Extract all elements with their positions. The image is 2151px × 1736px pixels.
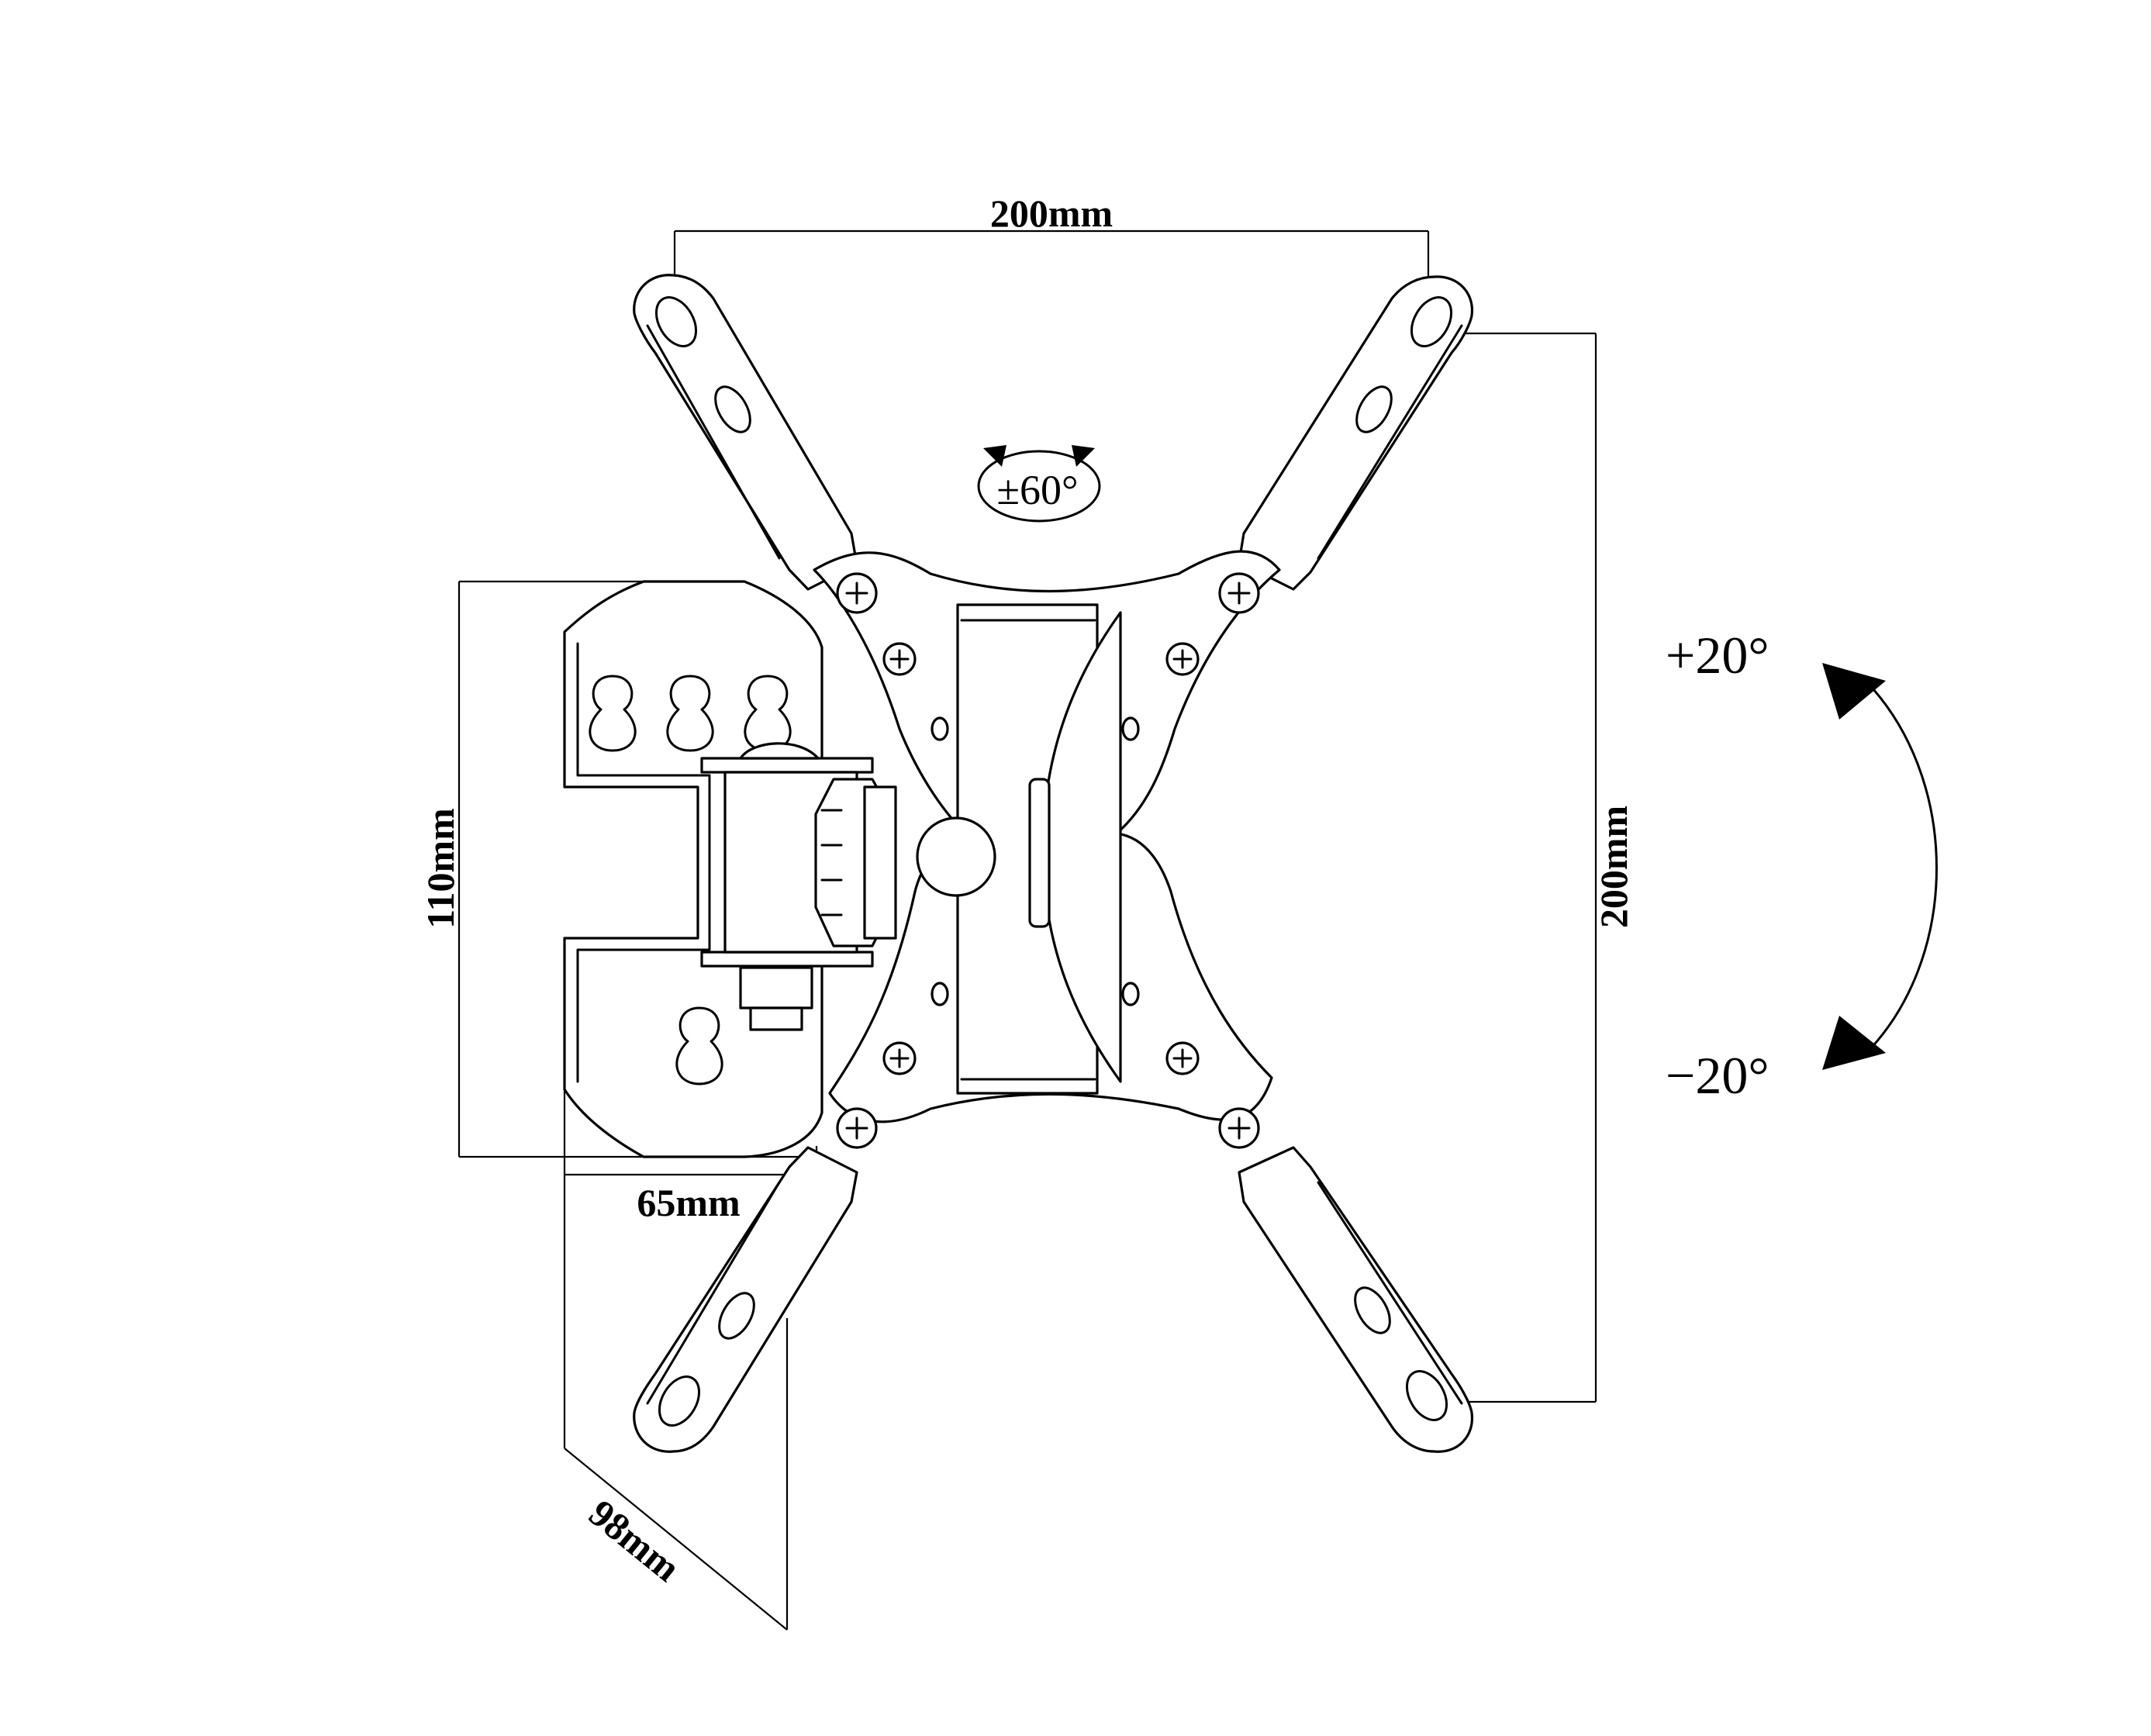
double-arrow-arc-icon (1859, 675, 1938, 1060)
keyhole-slot-4 (675, 1006, 723, 1085)
tilt-indicator (1822, 663, 1938, 1070)
lower-right-arm (1238, 1146, 1474, 1453)
keyhole-slot-2 (666, 675, 714, 752)
wall-plate-width-label: 65mm (637, 1181, 740, 1224)
swivel-angle-label: ±60° (996, 467, 1078, 513)
right-height-label: 200mm (1592, 806, 1635, 928)
dimension-lines (457, 230, 1597, 1631)
keyhole-slot-1 (589, 675, 637, 752)
tv-plate (813, 550, 1281, 1123)
hinge-assembly (700, 742, 897, 1031)
tilt-up-label: +20° (1666, 626, 1769, 685)
swivel-indicator (977, 445, 1101, 523)
rotation-arrows-icon (983, 445, 1006, 467)
upper-left-arm (633, 274, 858, 591)
upper-right-arm (1238, 275, 1474, 591)
screws (836, 572, 1260, 1149)
wall-plate-height-label: 110mm (419, 808, 462, 929)
top-width-label: 200mm (990, 192, 1113, 235)
tilt-down-label: −20° (1666, 1046, 1769, 1105)
lower-left-arm (633, 1146, 858, 1453)
